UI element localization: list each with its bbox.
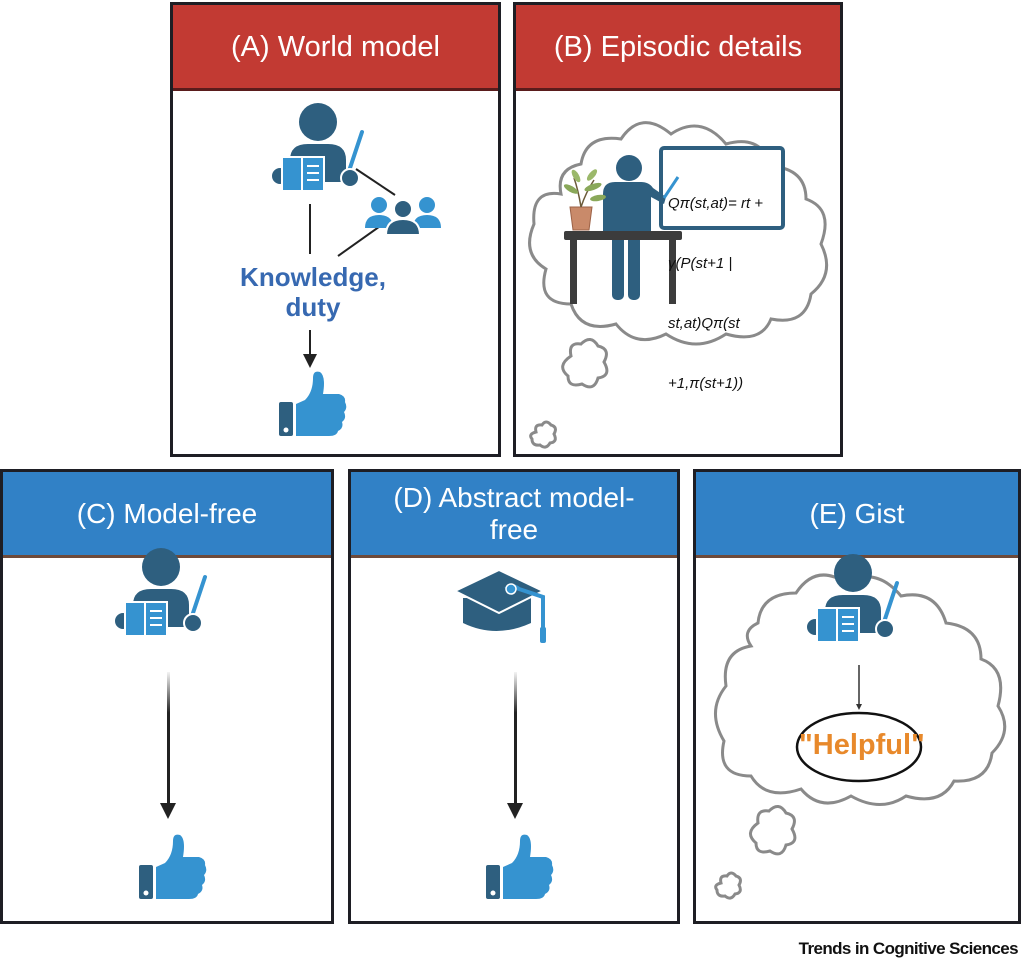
thought-cloud-icon — [714, 573, 1007, 806]
knowledge-duty-label: Knowledge, duty — [240, 262, 386, 322]
panel-model-free: (C) Model-free — [0, 469, 334, 924]
teacher-at-board-icon — [603, 155, 680, 300]
arrow-line — [514, 672, 517, 808]
panel-abstract-model-free: (D) Abstract model- free — [348, 469, 680, 924]
arrow-head — [160, 803, 176, 819]
arrow-head — [507, 803, 523, 819]
arrow-head — [856, 704, 862, 710]
connector-line — [337, 223, 384, 257]
panel-b-title: (B) Episodic details — [516, 5, 840, 91]
plant-icon — [563, 169, 606, 231]
arrow-head — [303, 354, 317, 368]
panel-gist: (E) Gist "Helpful" — [693, 469, 1021, 924]
whiteboard-icon — [659, 146, 785, 230]
thought-bubble-small — [561, 338, 609, 389]
panel-c-title: (C) Model-free — [3, 472, 331, 558]
world-model-diagram — [269, 101, 441, 436]
model-free-diagram — [112, 546, 207, 899]
panel-world-model: (A) World model Knowledge, duty — [170, 2, 501, 457]
journal-credit: Trends in Cognitive Sciences — [798, 939, 1019, 958]
helpful-ellipse — [795, 711, 923, 783]
connector-line — [355, 168, 396, 196]
thumbs-up-icon — [486, 834, 554, 899]
thumbs-up-icon — [279, 371, 347, 436]
gist-scene — [714, 552, 1007, 900]
abstract-model-free-diagram — [452, 568, 554, 899]
panel-d-title: (D) Abstract model- free — [351, 472, 677, 558]
panel-episodic-details: (B) Episodic details — [513, 2, 843, 457]
graduation-cap-icon — [452, 568, 546, 643]
q-equation: Qπ(st,at)= rt + γ(P(st+1 | st,at)Qπ(st +… — [668, 195, 764, 392]
desk-icon — [564, 231, 682, 304]
helpful-label: "Helpful" — [799, 729, 925, 761]
episodic-scene — [528, 121, 829, 449]
group-icon — [365, 197, 441, 236]
panel-e-title: (E) Gist — [696, 472, 1018, 558]
thought-bubble-tiny — [714, 871, 742, 900]
arrow-line — [167, 672, 170, 808]
teacher-icon — [269, 101, 364, 193]
teacher-icon — [112, 546, 207, 638]
thought-bubble-small — [749, 805, 797, 856]
thought-bubble-tiny — [529, 420, 557, 449]
thumbs-up-icon — [139, 834, 207, 899]
panel-a-title: (A) World model — [173, 5, 498, 91]
